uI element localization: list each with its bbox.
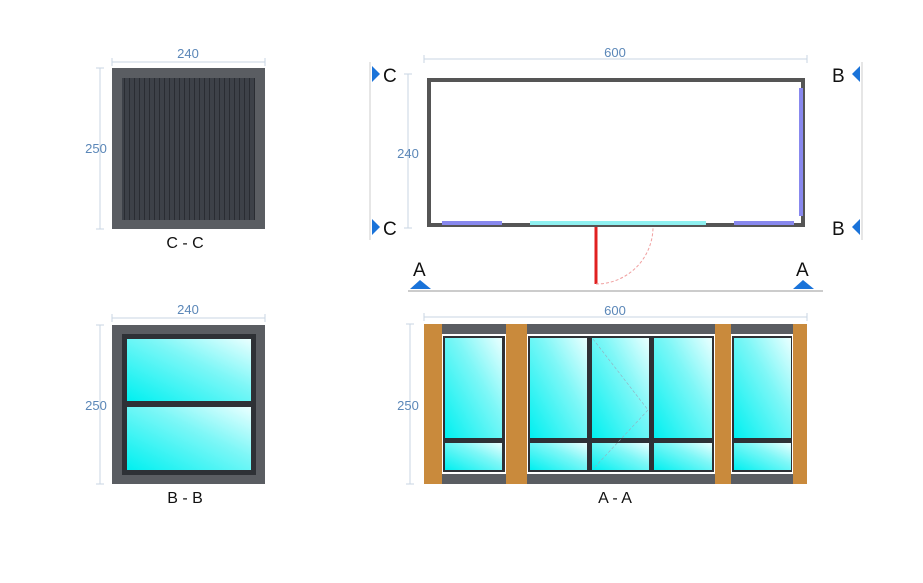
b-height-dimension: 250 <box>85 398 107 413</box>
b-width-dimension: 240 <box>177 302 199 317</box>
plan-glass-front <box>530 221 706 225</box>
section-a-a: 600 250 A - A <box>397 303 808 507</box>
wood-post-3 <box>715 324 731 484</box>
plan-window-left <box>442 221 502 225</box>
plan-walls <box>427 78 805 227</box>
marker-a-left-arrow-icon <box>410 280 431 289</box>
section-b-b: 240 250 B - B <box>85 302 266 507</box>
floor-plan: 600 240 C C B B A A <box>369 45 863 292</box>
marker-a-right: A <box>796 260 809 281</box>
c-section-title: C - C <box>166 235 203 252</box>
marker-a-right-arrow-icon <box>793 280 814 289</box>
b-section-title: B - B <box>167 490 203 507</box>
wood-post-2 <box>506 324 527 484</box>
c-width-dimension: 240 <box>177 46 199 61</box>
b-glass-upper <box>127 339 251 401</box>
b-glass-lower <box>127 407 251 470</box>
marker-c-bottom: C <box>383 219 397 240</box>
plan-window-right <box>734 221 794 225</box>
a-section-title: A - A <box>598 490 632 507</box>
c-height-dimension: 250 <box>85 141 107 156</box>
marker-a-left: A <box>413 260 426 281</box>
door-swing-arc <box>595 226 654 285</box>
section-c-c: 240 250 C - C <box>85 46 266 252</box>
c-wall-panel <box>122 78 255 220</box>
marker-b-bottom-arrow-icon <box>852 219 860 235</box>
a-door-glass <box>592 338 649 438</box>
plan-window-side <box>799 88 803 216</box>
plan-width-dimension: 240 <box>397 146 419 161</box>
a-width-dimension: 600 <box>604 303 626 318</box>
plan-length-dimension: 600 <box>604 45 626 60</box>
a-height-dimension: 250 <box>397 398 419 413</box>
marker-b-top-arrow-icon <box>852 66 860 82</box>
wood-post-1 <box>424 324 442 484</box>
marker-b-bottom: B <box>832 219 845 240</box>
marker-c-bottom-arrow-icon <box>372 219 380 235</box>
marker-b-top: B <box>832 66 845 87</box>
wood-post-4 <box>793 324 807 484</box>
marker-c-top-arrow-icon <box>372 66 380 82</box>
marker-c-top: C <box>383 66 397 87</box>
